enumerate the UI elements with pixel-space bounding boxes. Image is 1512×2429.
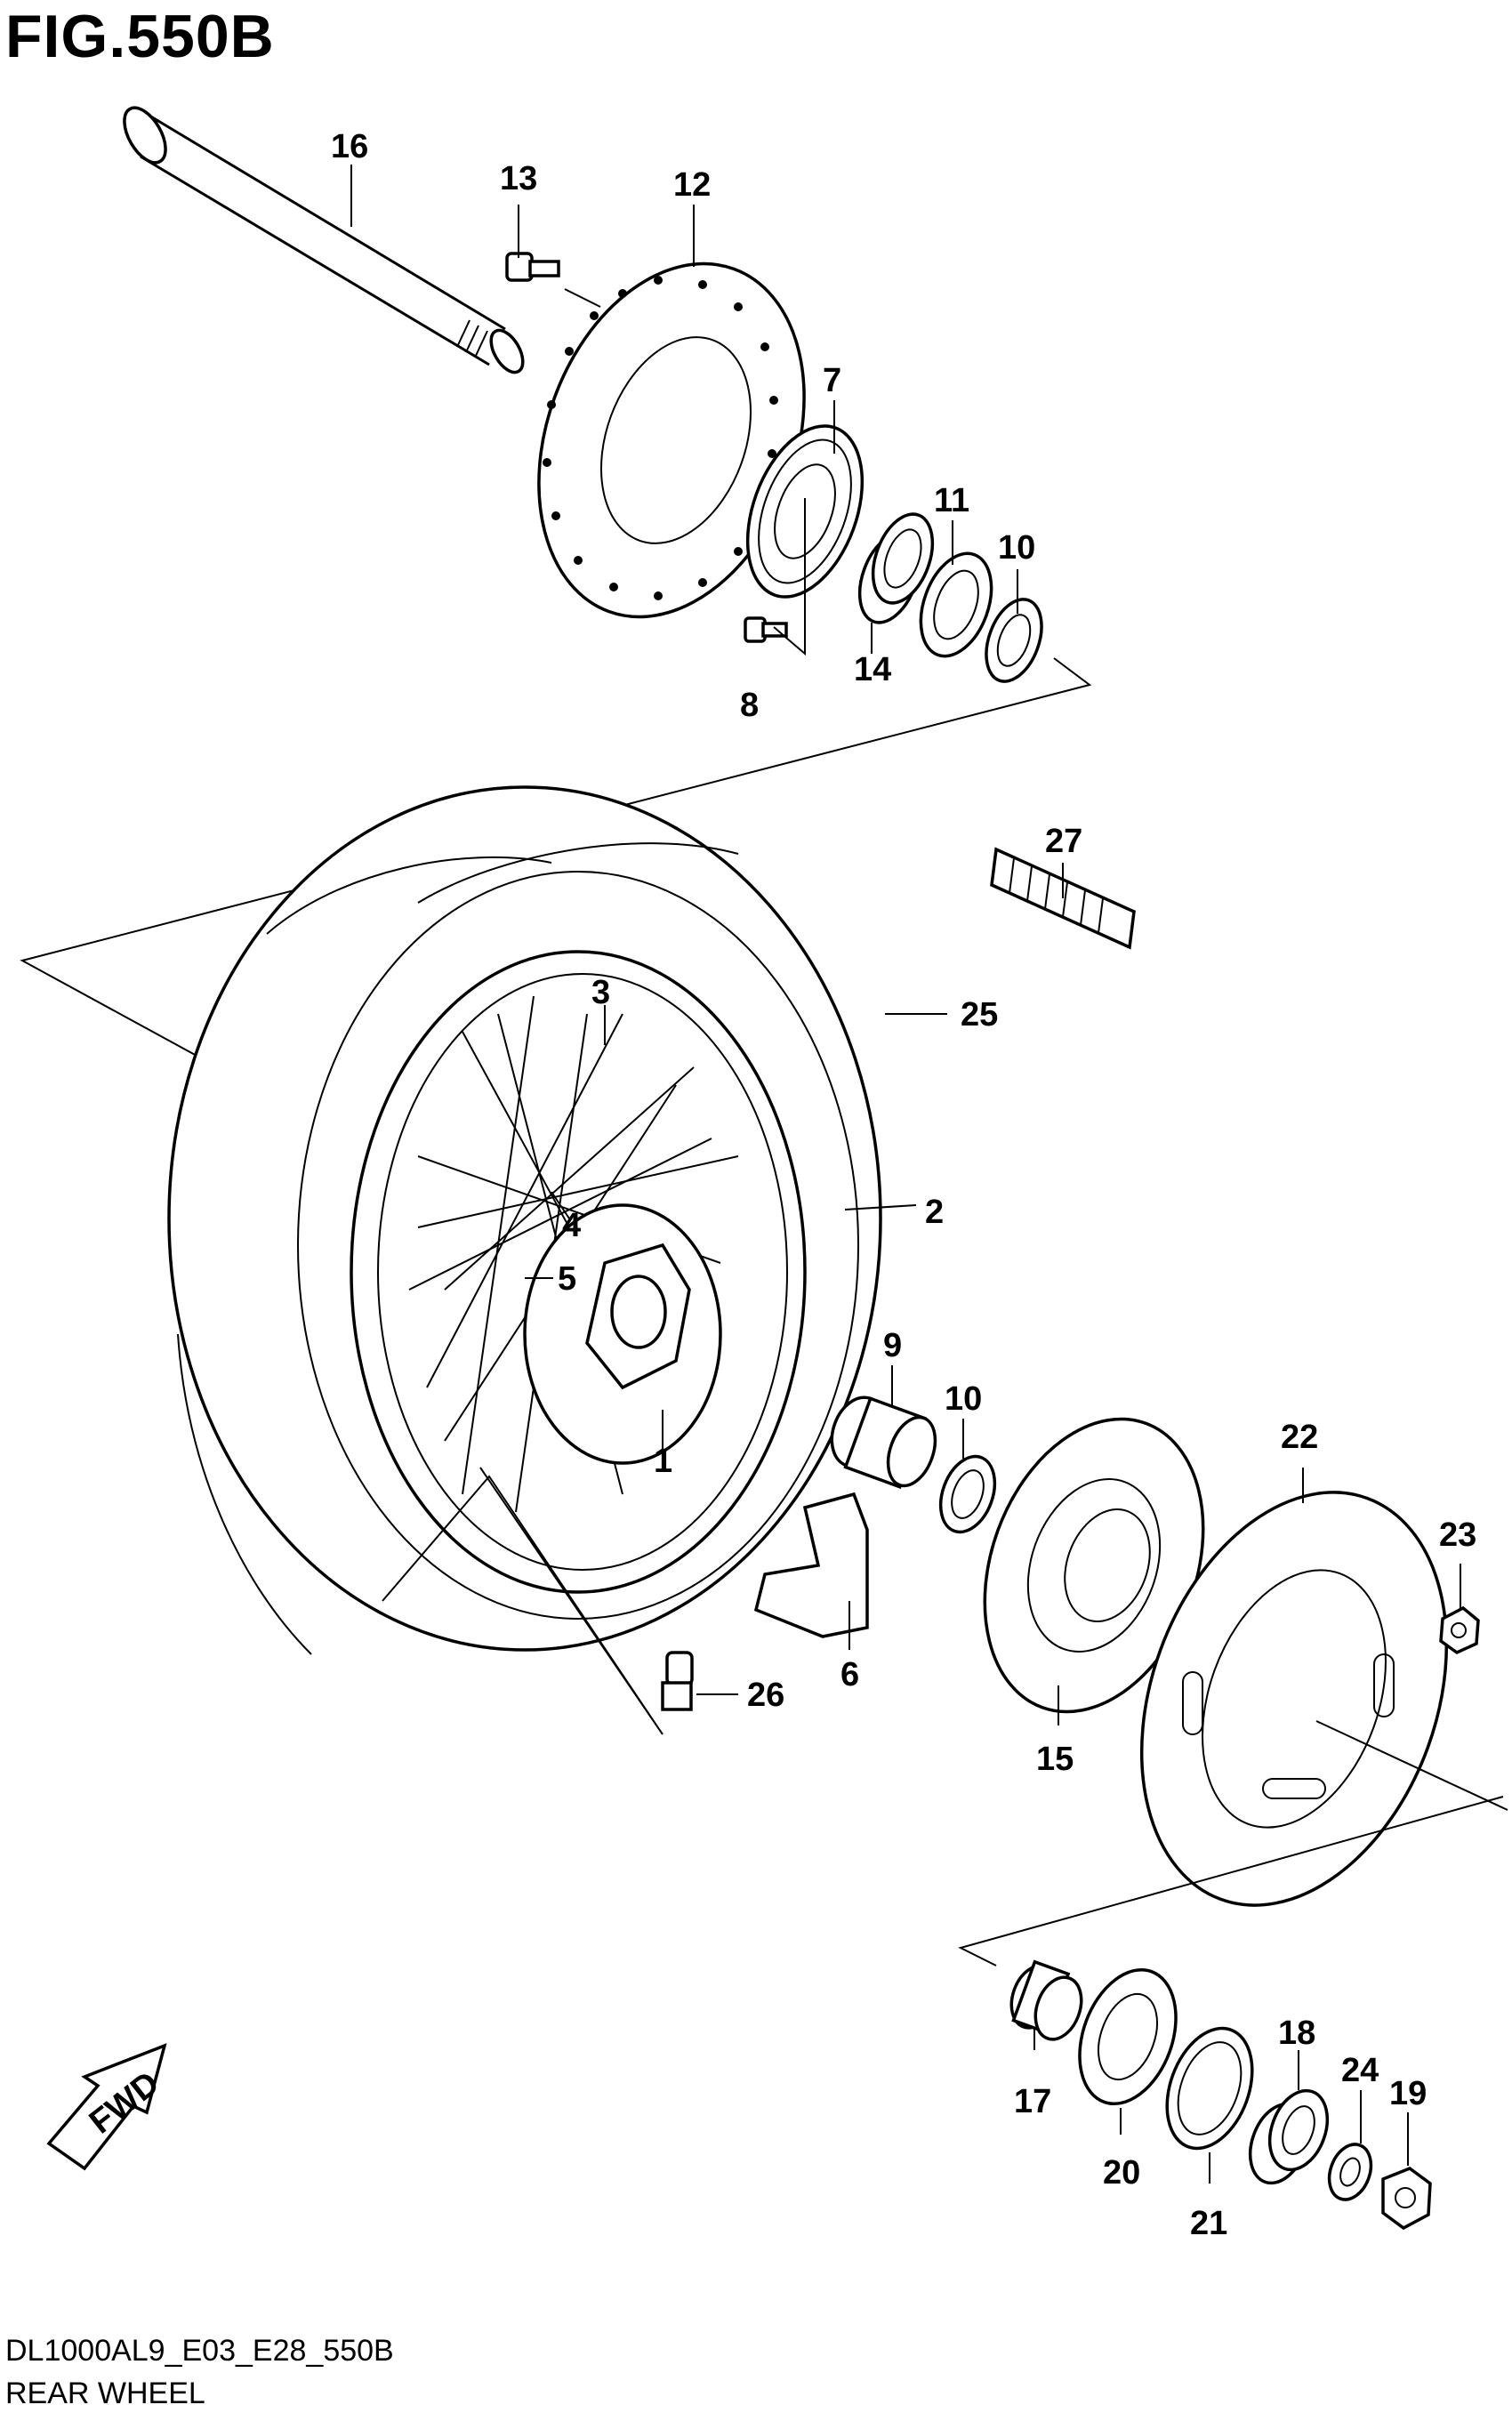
sprocket-part bbox=[1139, 1491, 1449, 1907]
brake-disc-part bbox=[537, 261, 806, 619]
nut-part bbox=[1381, 2167, 1432, 2231]
callout-21: 21 bbox=[1190, 2205, 1227, 2242]
hub-part bbox=[523, 1203, 722, 1465]
bracket-part bbox=[753, 1492, 869, 1638]
washer-part bbox=[1327, 2143, 1373, 2201]
callout-17: 17 bbox=[1014, 2083, 1051, 2120]
bolt-part bbox=[744, 616, 788, 643]
axle-part bbox=[123, 106, 525, 374]
figure-title: FIG.550B bbox=[5, 3, 275, 70]
spacer-part bbox=[857, 512, 935, 624]
callout-3: 3 bbox=[591, 974, 610, 1011]
callout-1: 1 bbox=[654, 1443, 672, 1480]
figure-name: REAR WHEEL bbox=[5, 2377, 205, 2410]
callout-2: 2 bbox=[925, 1194, 944, 1231]
callout-10-upper: 10 bbox=[998, 529, 1035, 567]
leader-lines bbox=[350, 165, 1461, 2184]
callout-7: 7 bbox=[823, 362, 841, 399]
callout-19: 19 bbox=[1389, 2075, 1427, 2112]
bearing-part bbox=[938, 1454, 997, 1534]
callout-24: 24 bbox=[1341, 2052, 1379, 2089]
callout-20: 20 bbox=[1103, 2154, 1140, 2192]
collar-part bbox=[830, 1395, 937, 1489]
bolt-part bbox=[505, 252, 560, 282]
figure-code: DL1000AL9_E03_E28_550B bbox=[5, 2334, 394, 2368]
oil-seal-part bbox=[1165, 2026, 1254, 2151]
callout-22: 22 bbox=[1281, 1419, 1318, 1456]
fwd-arrow-icon: FWD bbox=[46, 2043, 167, 2171]
callout-8: 8 bbox=[740, 687, 759, 724]
nut-part bbox=[1439, 1605, 1480, 1655]
callout-14: 14 bbox=[854, 651, 891, 688]
callout-15: 15 bbox=[1036, 1741, 1074, 1778]
bearing-part bbox=[1078, 1967, 1178, 2106]
callout-12: 12 bbox=[673, 166, 711, 204]
spacer-part bbox=[1248, 2088, 1330, 2185]
callout-numbers: 1 2 3 4 5 6 7 8 9 10 10 11 12 13 14 15 1… bbox=[331, 128, 1476, 2242]
valve-part bbox=[661, 1651, 694, 1711]
callout-25: 25 bbox=[961, 996, 998, 1034]
callout-10-lower: 10 bbox=[945, 1380, 982, 1418]
callout-18: 18 bbox=[1278, 2015, 1315, 2052]
callout-4: 4 bbox=[562, 1207, 581, 1244]
callout-27: 27 bbox=[1045, 823, 1082, 860]
callout-26: 26 bbox=[747, 1677, 784, 1714]
callout-5: 5 bbox=[558, 1260, 576, 1298]
callout-9: 9 bbox=[883, 1327, 902, 1364]
oil-seal-part bbox=[919, 551, 993, 658]
callout-23: 23 bbox=[1439, 1516, 1476, 1554]
callout-6: 6 bbox=[840, 1656, 859, 1693]
bearing-part bbox=[985, 598, 1043, 683]
callout-11: 11 bbox=[934, 482, 969, 519]
callout-16: 16 bbox=[331, 128, 368, 165]
bush-part bbox=[1009, 1959, 1083, 2041]
callout-13: 13 bbox=[500, 160, 537, 197]
